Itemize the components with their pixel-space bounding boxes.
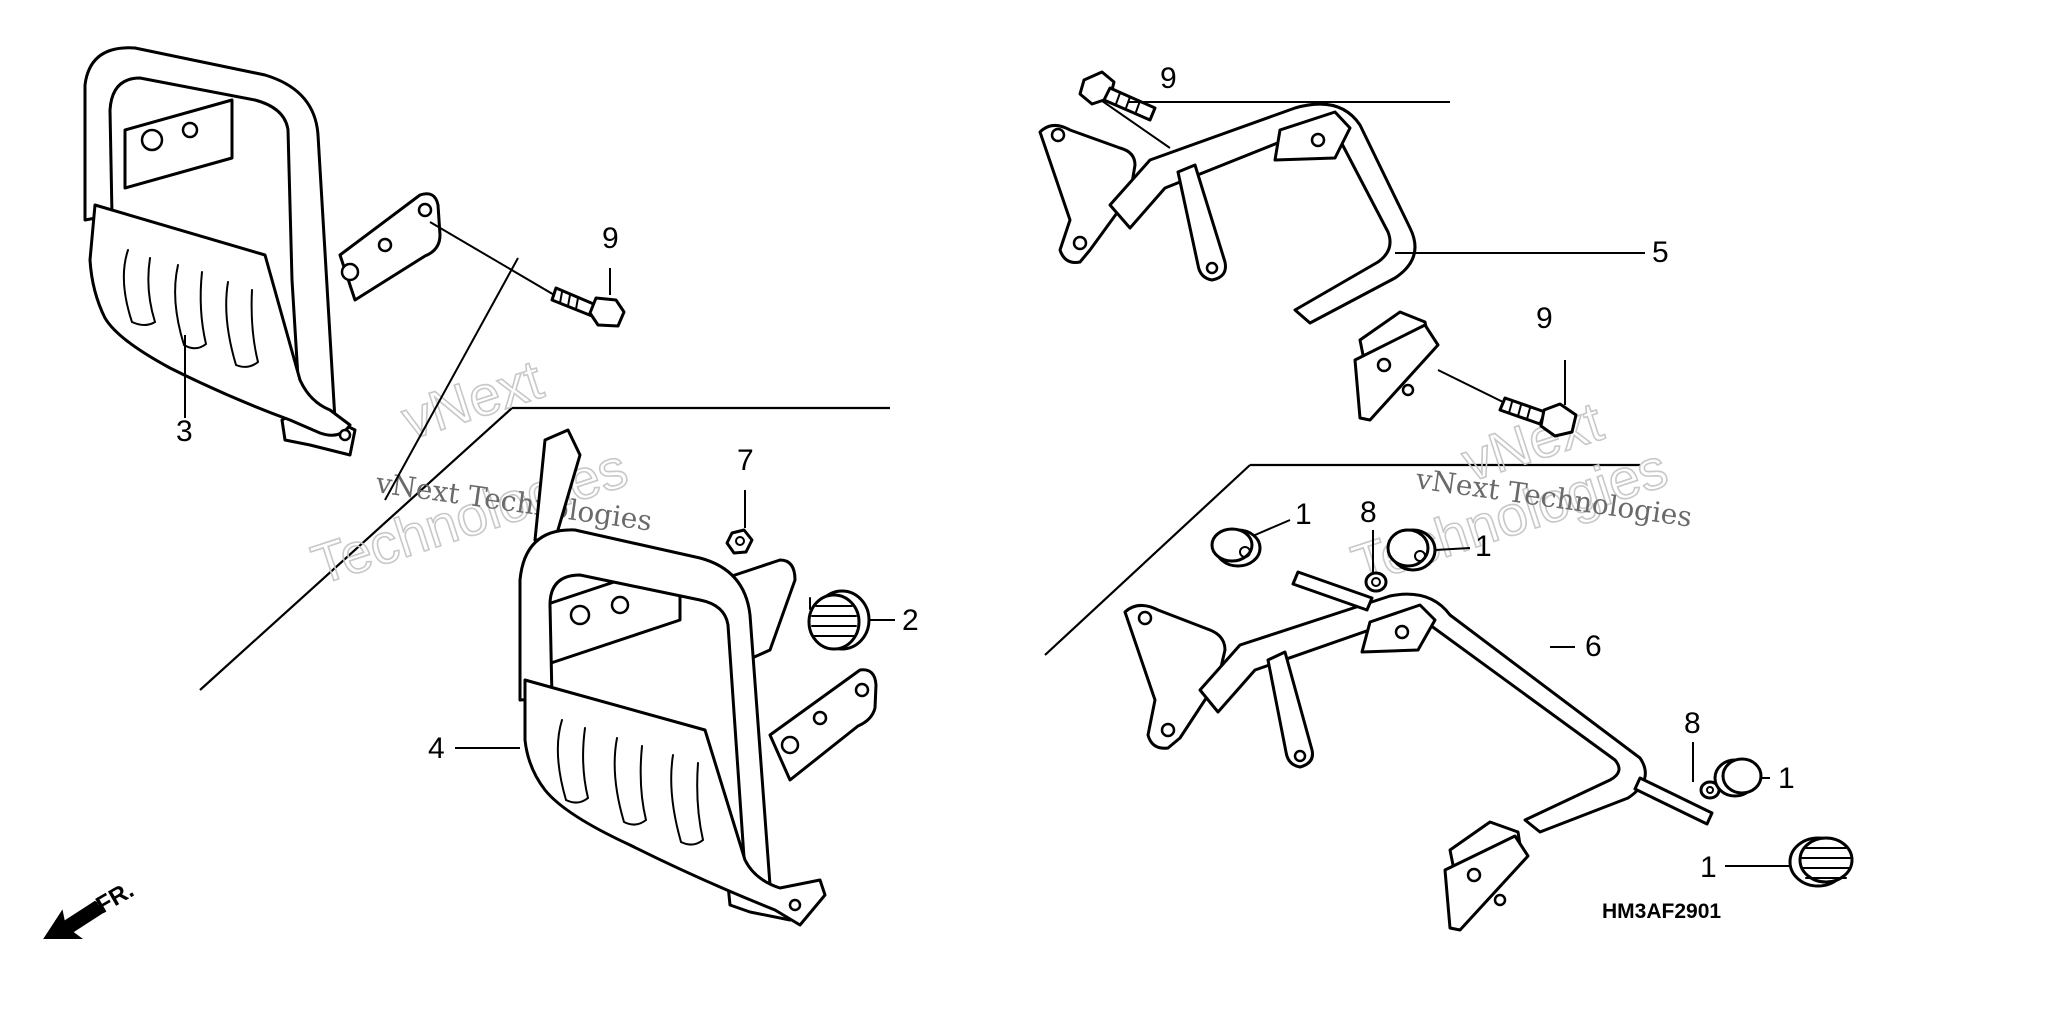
bolt-9-top-icon [1078, 70, 1157, 122]
callout-7: 7 [737, 444, 754, 477]
callout-4: 4 [428, 732, 445, 765]
callout-2: 2 [902, 604, 919, 637]
callout-9-mid: 9 [1536, 302, 1553, 335]
front-direction-arrow-icon: FR. [43, 876, 138, 939]
callout-8-a: 8 [1360, 496, 1377, 529]
callout-1-d: 1 [1700, 851, 1717, 884]
callout-1-c: 1 [1778, 762, 1795, 795]
callout-numbers: 3 4 9 7 2 9 5 9 1 8 1 6 8 1 1 [176, 62, 1795, 884]
callout-leaders [184, 101, 1790, 867]
callout-6: 6 [1585, 630, 1602, 663]
callout-1-a: 1 [1295, 498, 1312, 531]
reflector-1b-icon [1386, 528, 1437, 572]
svg-text:vNext: vNext [394, 347, 550, 451]
rear-grab-bar-part-5 [1038, 95, 1506, 422]
bolt-9-mid-icon [1498, 396, 1578, 438]
bolt-9-upper-left-icon [550, 286, 626, 328]
reflector-1a-icon [1210, 527, 1262, 568]
diagram-code: HM3AF2901 [1602, 900, 1721, 923]
callout-1-b: 1 [1475, 530, 1492, 563]
callout-5: 5 [1652, 236, 1669, 269]
reflector-1d-icon [1788, 836, 1854, 888]
washer-8a-icon [1364, 571, 1388, 593]
callout-9-top: 9 [1160, 62, 1177, 95]
front-guard-part-3 [83, 46, 557, 501]
section-dividers [199, 406, 1640, 691]
callout-9-upper-left: 9 [602, 222, 619, 255]
rear-grab-bar-part-6 [1123, 570, 1714, 932]
nut-7-icon [725, 528, 754, 555]
callout-8-b: 8 [1684, 707, 1701, 740]
reflector-2-icon [807, 589, 871, 651]
callout-3: 3 [176, 415, 193, 448]
reflector-1c-icon [1713, 757, 1763, 798]
front-guard-part-4 [518, 428, 878, 927]
